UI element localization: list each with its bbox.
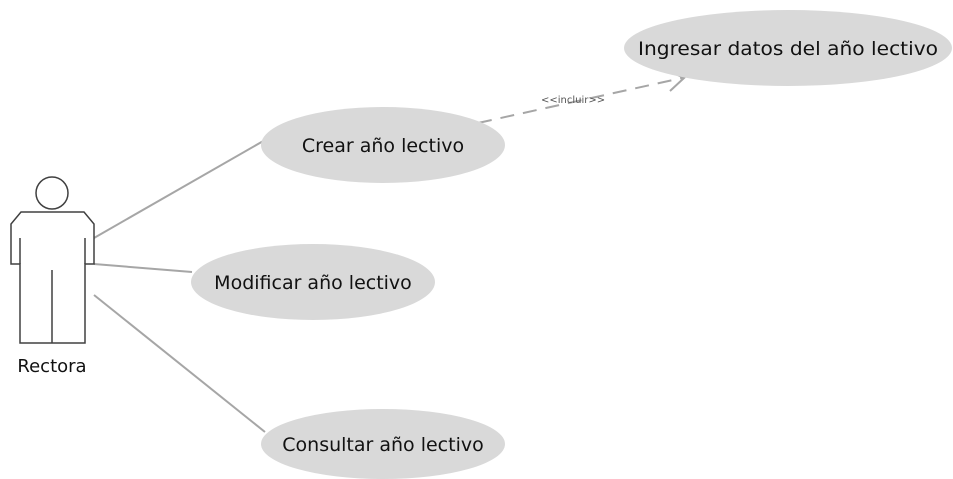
association-crear — [93, 139, 266, 239]
actor-rectora[interactable]: Rectora — [10, 176, 95, 377]
use-case-ingresar-label: Ingresar datos del año lectivo — [638, 38, 938, 60]
use-case-consultar-label: Consultar año lectivo — [282, 434, 483, 456]
use-case-modificar-label: Modificar año lectivo — [214, 272, 412, 294]
use-case-crear-label: Crear año lectivo — [302, 135, 464, 157]
use-case-modificar-shape — [191, 244, 435, 320]
include-label: <<incluir>> — [541, 95, 605, 106]
actor-head-icon — [35, 176, 69, 210]
use-case-consultar[interactable]: Consultar año lectivo — [261, 409, 505, 479]
use-case-modificar[interactable]: Modificar año lectivo — [191, 244, 435, 320]
use-case-crear[interactable]: Crear año lectivo — [261, 107, 505, 183]
association-modificar — [93, 263, 193, 273]
use-case-ingresar-shape — [624, 10, 952, 86]
association-consultar — [93, 294, 266, 433]
actor-label: Rectora — [17, 356, 86, 377]
include-dependency — [477, 77, 683, 124]
use-case-consultar-shape — [261, 409, 505, 479]
use-case-crear-shape — [261, 107, 505, 183]
use-case-ingresar[interactable]: Ingresar datos del año lectivo — [624, 10, 952, 86]
